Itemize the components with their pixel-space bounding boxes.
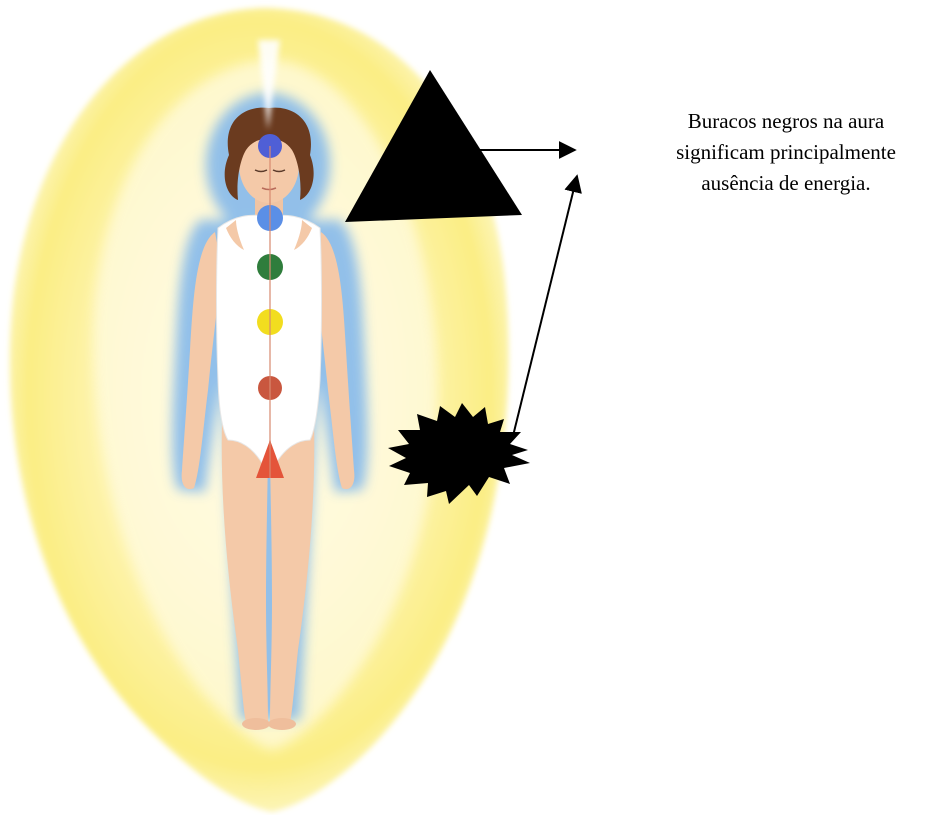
caption-text: Buracos negros na aura significam princi… — [628, 106, 944, 199]
arrow-starburst-to-caption — [512, 176, 577, 440]
caption-line-1: Buracos negros na aura — [628, 106, 944, 137]
caption-line-3: ausência de energia. — [628, 168, 944, 199]
caption-line-2: significam principalmente — [628, 137, 944, 168]
